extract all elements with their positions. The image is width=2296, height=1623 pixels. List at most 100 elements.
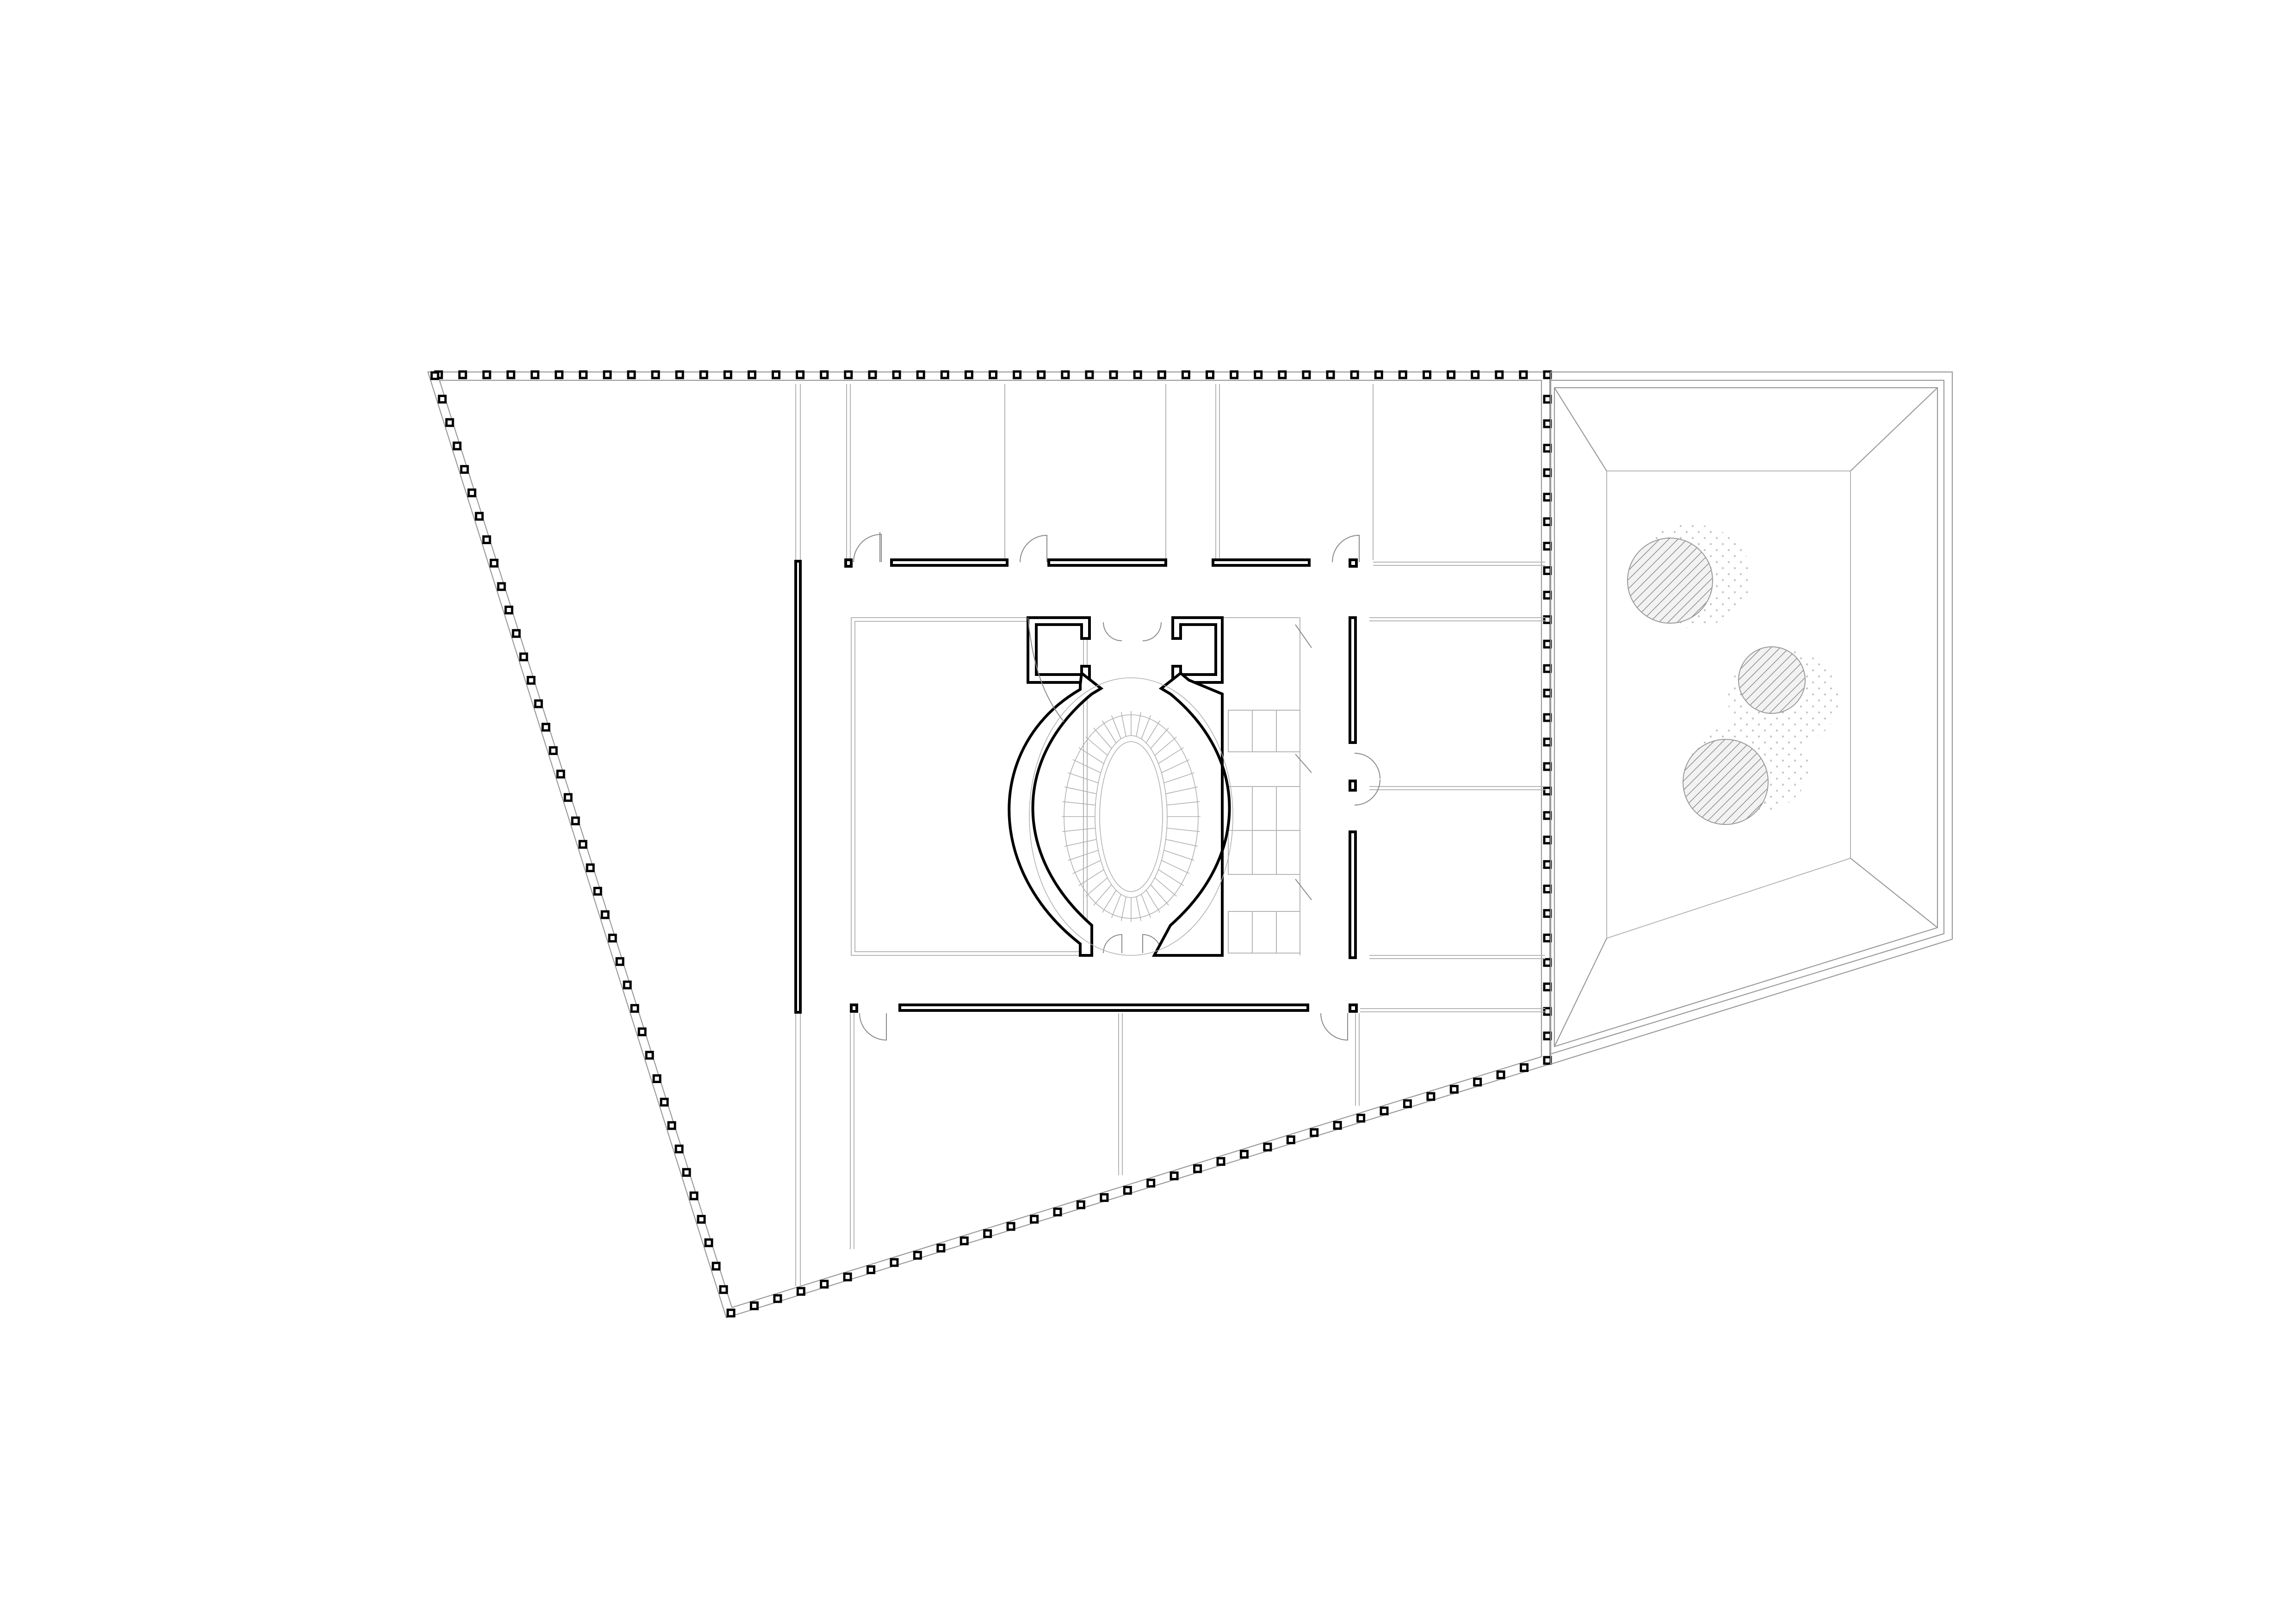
structural-column [820, 1280, 829, 1289]
stair-tread [1136, 712, 1142, 737]
structural-column [719, 1285, 728, 1294]
structural-column [1146, 1178, 1156, 1188]
structural-column [1543, 419, 1552, 428]
structural-column [1471, 370, 1480, 379]
structural-column [843, 1272, 852, 1282]
stair-tread [1150, 727, 1169, 749]
structural-column [549, 746, 558, 755]
stair-tread [1111, 715, 1121, 739]
structural-column [475, 512, 484, 521]
stair-tread [1167, 828, 1200, 832]
structural-column [504, 606, 514, 614]
structural-column [600, 910, 610, 919]
structural-column [526, 675, 536, 685]
structural-column [1543, 1007, 1552, 1016]
structural-column [1519, 370, 1528, 379]
structural-column [844, 370, 853, 379]
structural-column [1006, 1222, 1015, 1231]
structural-column [1495, 370, 1504, 379]
structural-column [1206, 370, 1214, 379]
structural-column [1263, 1142, 1272, 1152]
structural-column [1543, 982, 1552, 991]
structural-column [964, 370, 973, 379]
courtyard-tree [1683, 722, 1809, 825]
structural-walls [794, 558, 1358, 1014]
stair-tread [1141, 715, 1151, 739]
stair-tread [1163, 772, 1194, 784]
structural-column [1543, 811, 1552, 820]
stair-tread [1064, 787, 1097, 794]
structural-column [1380, 1106, 1389, 1115]
stair-tread [1161, 860, 1190, 874]
stair-tread [1072, 860, 1101, 874]
structural-column [682, 1168, 691, 1177]
structural-column [704, 1238, 713, 1247]
structural-column [1170, 1171, 1179, 1181]
structural-column [630, 1004, 639, 1013]
structural-column [1403, 1099, 1412, 1109]
structural-column [1310, 1128, 1319, 1137]
structural-column [1333, 1121, 1342, 1130]
stair-tread [1165, 839, 1198, 847]
restroom-stalls [1228, 618, 1300, 955]
structural-column [1543, 688, 1552, 698]
perimeter-columns [430, 370, 1552, 1318]
structural-column [506, 370, 515, 379]
stair-tread [1150, 884, 1169, 906]
stair-tread [1068, 772, 1099, 784]
structural-column [645, 1051, 654, 1060]
structural-column [1543, 1031, 1552, 1041]
structural-column [563, 793, 573, 802]
structural-column [623, 980, 632, 990]
courtyard [1550, 371, 1953, 1065]
structural-column [615, 957, 625, 966]
structural-column [697, 1214, 706, 1224]
structural-column [868, 370, 877, 379]
structural-column [555, 370, 563, 379]
stair-tread [1167, 801, 1200, 805]
structural-column [489, 558, 499, 568]
stair-tread [1102, 890, 1117, 913]
elevator-left [1027, 616, 1091, 684]
structural-column [1543, 933, 1552, 942]
structural-column [1543, 737, 1552, 747]
structural-column [1013, 370, 1022, 379]
structural-column [534, 699, 543, 708]
structural-column [1520, 1063, 1529, 1072]
structural-column [712, 1262, 721, 1271]
structural-column [593, 886, 602, 896]
structural-column [482, 370, 491, 379]
structural-column [438, 395, 447, 404]
stair-tread [1111, 894, 1121, 918]
structural-column [482, 535, 491, 545]
stair-tread [1062, 828, 1095, 832]
structural-column [936, 1244, 946, 1253]
structural-column [866, 1265, 876, 1274]
structural-column [1123, 1186, 1132, 1195]
structural-column [726, 1308, 736, 1318]
stair-tread [1093, 727, 1112, 749]
stair-tread [1158, 747, 1184, 764]
structural-column [1543, 615, 1552, 624]
structural-column [1085, 370, 1094, 379]
structural-column [1543, 590, 1552, 600]
structural-column [1356, 1114, 1366, 1123]
structural-column [603, 370, 612, 379]
structural-column [1423, 370, 1431, 379]
structural-column [1543, 542, 1552, 551]
structural-column [699, 370, 708, 379]
structural-column [1193, 1164, 1202, 1173]
structural-column [1109, 370, 1118, 379]
structural-column [467, 488, 477, 497]
structural-column [1543, 444, 1552, 453]
structural-column [1543, 885, 1552, 893]
structural-column [1449, 1084, 1459, 1094]
structural-column [723, 370, 732, 379]
structural-column [578, 840, 588, 849]
structural-column [796, 1287, 805, 1296]
structural-column [651, 370, 660, 379]
stair-tread [1154, 737, 1177, 756]
stair-tread [1085, 737, 1108, 756]
structural-column [1030, 1214, 1039, 1224]
